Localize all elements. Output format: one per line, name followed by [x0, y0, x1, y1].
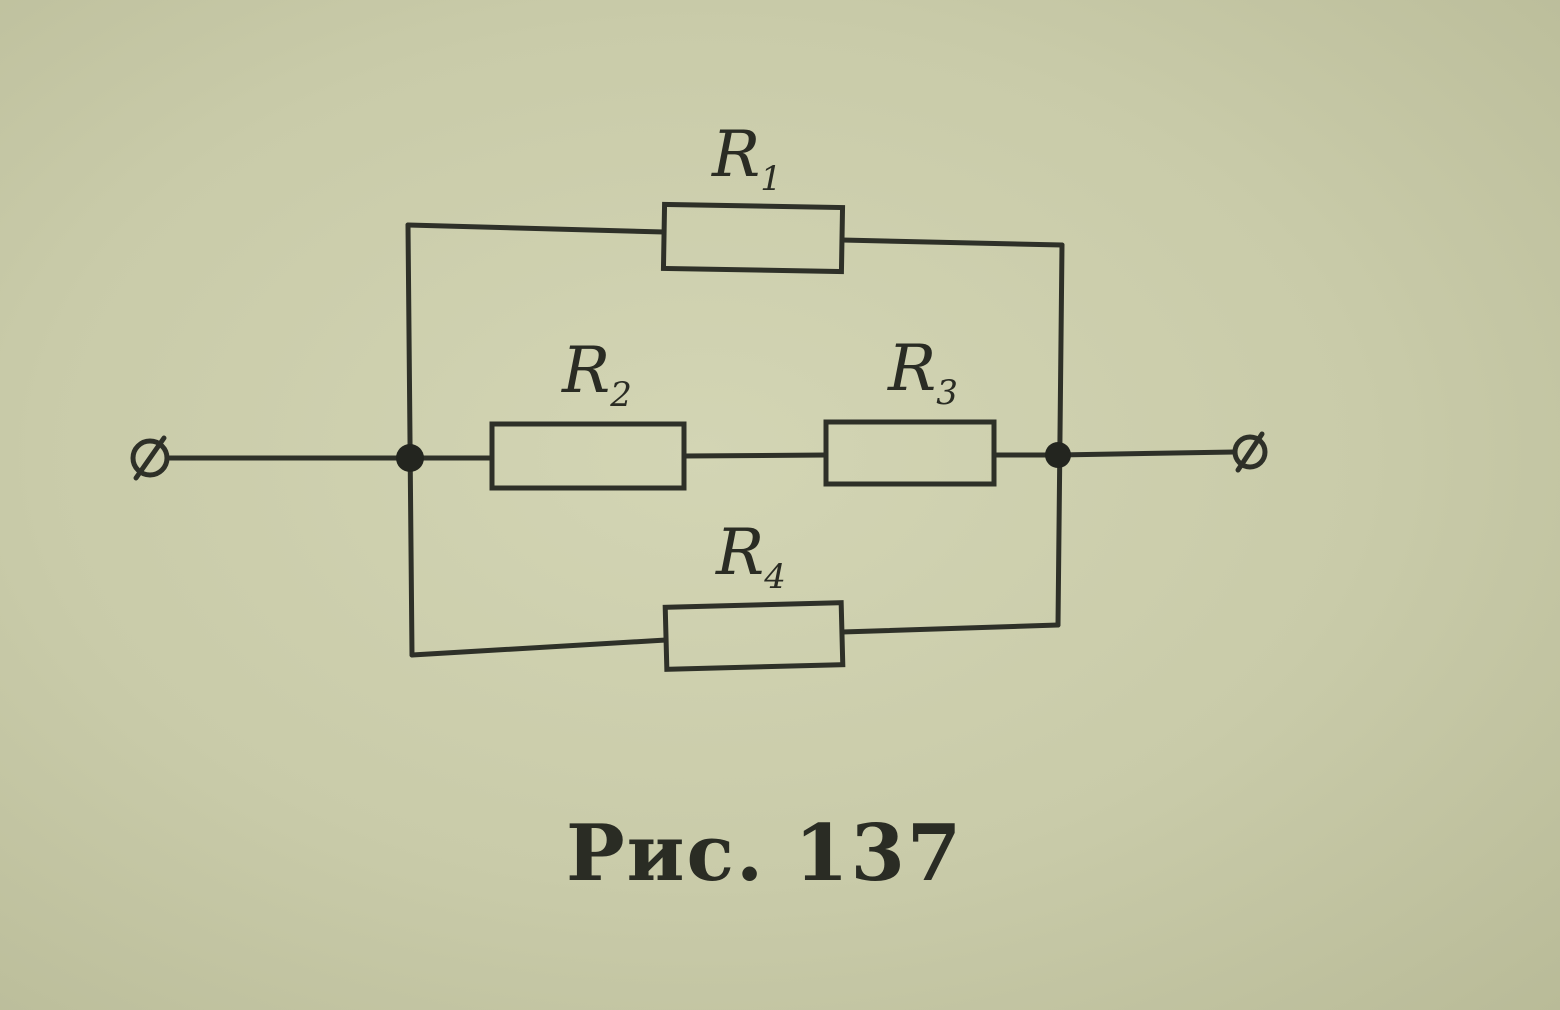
- left-terminal: [130, 435, 170, 481]
- resistor-r3: [823, 419, 997, 487]
- junction-left: [396, 444, 424, 472]
- right-bus: [1055, 242, 1065, 628]
- label-r1: R1: [711, 118, 782, 199]
- left-bus: [405, 222, 415, 658]
- label-r3: R3: [887, 332, 958, 413]
- resistor-r4: [662, 600, 846, 672]
- figure-caption: Рис. 137: [566, 808, 964, 899]
- wire-bottom-right: [839, 622, 1061, 635]
- wire-mid-center: [681, 452, 829, 459]
- resistor-r1: [660, 201, 846, 275]
- resistor-r2: [489, 421, 687, 491]
- wire-top-left: [405, 222, 667, 235]
- wire-output: [1055, 449, 1238, 458]
- label-r4: R4: [715, 516, 786, 597]
- wire-bottom-left: [409, 637, 669, 658]
- label-r2: R2: [561, 334, 632, 415]
- right-terminal: [1232, 431, 1268, 473]
- wire-top-right: [839, 237, 1065, 248]
- junction-right: [1045, 442, 1071, 468]
